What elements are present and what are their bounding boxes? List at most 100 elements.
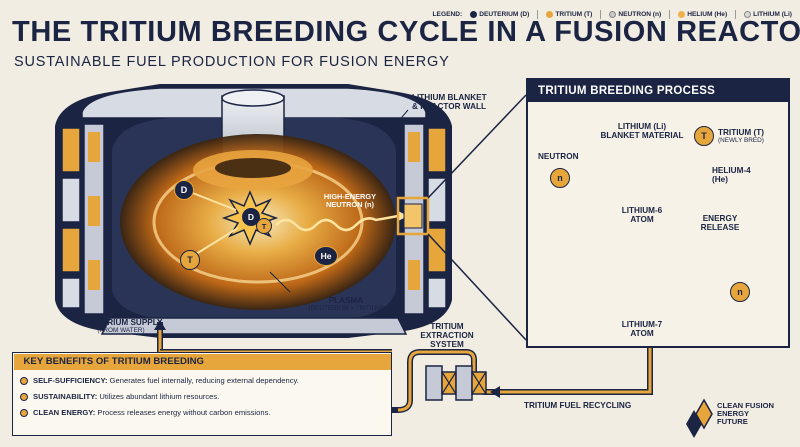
footer-line1: CLEAN FUSION <box>717 401 774 410</box>
tritium-particle: T <box>180 250 200 270</box>
blanket-leader <box>395 109 409 125</box>
li6-label-line1: LITHIUM-6 <box>621 206 663 215</box>
benefit-text: SUSTAINABILITY: Utilizes abundant lithiu… <box>33 392 219 401</box>
legend-item-label: DEUTERIUM (D) <box>479 11 530 18</box>
extraction-label-line1: TRITIUM <box>430 322 464 331</box>
deuterium-swatch <box>470 11 478 18</box>
fusion-tritium: T <box>256 218 272 234</box>
footer-line2: ENERGY <box>717 408 750 418</box>
neutron-input-particle: n <box>550 168 570 188</box>
tritium-path <box>195 227 239 255</box>
extraction-label-line3: SYSTEM <box>430 340 464 350</box>
benefit-heading: SELF-SUFFICIENCY: <box>33 376 108 385</box>
neutron-label-line1: HIGH-ENERGY <box>323 192 377 201</box>
neutron-label-line2: NEUTRON (n) <box>325 200 375 210</box>
tritium-swatch <box>546 11 554 18</box>
plasma-leader <box>269 271 291 293</box>
benefit-item: SELF-SUFFICIENCY: Generates fuel interna… <box>20 376 299 385</box>
legend-item-helium: HELIUM (He) <box>678 11 727 18</box>
legend-item-deuterium: DEUTERIUM (D) <box>470 11 529 18</box>
fuel-recycling-label: TRITIUM FUEL RECYCLING <box>524 401 632 410</box>
benefit-description: Generates fuel internally, reducing exte… <box>107 376 299 385</box>
legend-divider <box>735 10 737 19</box>
fusion-deuterium: D <box>242 208 260 226</box>
tritium-product-label: TRITIUM (T) (NEWLY BRED) <box>718 128 788 144</box>
fusion-tritium-symbol: T <box>261 221 267 231</box>
li7-neutron-particle: n <box>730 282 750 302</box>
helium-symbol: He <box>320 251 332 261</box>
legend-divider <box>600 10 602 19</box>
breeding-process-panel <box>526 78 790 348</box>
benefit-item: SUSTAINABILITY: Utilizes abundant lithiu… <box>20 392 219 401</box>
benefit-text: SELF-SUFFICIENCY: Generates fuel interna… <box>33 376 299 385</box>
tritium-label-line2: (NEWLY BRED) <box>718 137 764 145</box>
tritium-label-line1: TRITIUM (T) <box>718 128 764 137</box>
energy-label-line2: RELEASE <box>700 223 740 233</box>
extraction-unit <box>425 365 487 401</box>
li7-label-line1: LITHIUM-7 <box>621 320 663 329</box>
neutron-symbol: n <box>557 173 563 183</box>
benefit-heading: CLEAN ENERGY: <box>33 408 96 417</box>
legend-item-neutron: NEUTRON (n) <box>609 11 661 18</box>
extraction-system-label: TRITIUM EXTRACTION SYSTEM <box>410 322 484 350</box>
deuterium-supply-line2: (FROM WATER) <box>97 327 145 335</box>
legend-item-lithium: LITHIUM (Li) <box>744 11 792 18</box>
legend-item-label: NEUTRON (n) <box>618 11 662 18</box>
legend-item-tritium: TRITIUM (T) <box>546 11 592 18</box>
page-subtitle: SUSTAINABLE FUEL PRODUCTION FOR FUSION E… <box>14 54 450 70</box>
footer-line3: FUTURE <box>717 416 748 426</box>
neutron-swatch <box>609 11 617 18</box>
legend-label: LEGEND: <box>432 11 463 18</box>
li-label-line2: BLANKET MATERIAL <box>600 131 684 141</box>
plasma-label: PLASMA (DEUTERIUM + TRITIUM) <box>286 296 406 312</box>
benefit-description: Utilizes abundant lithium resources. <box>97 392 220 401</box>
fusion-deuterium-symbol: D <box>247 212 255 222</box>
breeding-process-title: TRITIUM BREEDING PROCESS <box>528 80 788 102</box>
benefit-bullet <box>20 376 28 385</box>
extraction-label-line2: EXTRACTION <box>420 331 474 341</box>
legend-item-label: TRITIUM (T) <box>555 11 593 18</box>
lithium-6-label: LITHIUM-6 ATOM <box>612 206 672 224</box>
li7-label-line2: ATOM <box>630 329 654 339</box>
benefit-bullet <box>20 392 28 401</box>
plasma-label-line1: PLASMA <box>328 296 364 305</box>
benefit-item: CLEAN ENERGY: Process releases energy wi… <box>20 408 270 417</box>
tritium-product-symbol: T <box>701 131 707 141</box>
clean-fusion-logo-icon <box>686 398 713 438</box>
neutron-label: HIGH-ENERGY NEUTRON (n) <box>310 192 390 210</box>
legend: LEGEND: DEUTERIUM (D) TRITIUM (T) NEUTRO… <box>433 10 792 19</box>
legend-item-label: LITHIUM (Li) <box>753 11 792 18</box>
legend-item-label: HELIUM (He) <box>687 11 728 18</box>
blanket-label-line2: & REACTOR WALL <box>412 102 486 112</box>
deuterium-symbol: D <box>180 185 188 195</box>
tritium-product-particle: T <box>694 126 714 146</box>
page-title: THE TRITIUM BREEDING CYCLE IN A FUSION R… <box>12 16 800 48</box>
helium-label-line2: (He) <box>712 175 728 185</box>
blanket-label-line1: LITHIUM BLANKET <box>412 93 487 102</box>
neutron-wave <box>275 214 399 232</box>
lithium-7-label: LITHIUM-7 ATOM <box>612 320 672 338</box>
benefit-text: CLEAN ENERGY: Process releases energy wi… <box>33 408 270 417</box>
legend-divider <box>537 10 539 19</box>
energy-release-label: ENERGY RELEASE <box>690 214 750 232</box>
helium-product-label: HELIUM-4 (He) <box>712 166 782 184</box>
plasma-label-line2: (DEUTERIUM + TRITIUM) <box>308 305 384 313</box>
neutron-input-label: NEUTRON <box>538 152 579 161</box>
footer-brand: CLEAN FUSION ENERGY FUTURE <box>717 402 774 426</box>
helium-swatch <box>678 11 686 18</box>
tritium-symbol: T <box>187 255 193 265</box>
energy-label-line1: ENERGY <box>702 214 738 223</box>
li7-neutron-symbol: n <box>737 287 743 297</box>
benefit-heading: SUSTAINABILITY: <box>33 392 98 401</box>
deuterium-particle: D <box>174 180 194 200</box>
lithium-blanket-material-label: LITHIUM (Li) BLANKET MATERIAL <box>582 122 702 140</box>
benefit-description: Process releases energy without carbon e… <box>95 408 271 417</box>
callout-line-top <box>427 94 527 199</box>
blanket-label: LITHIUM BLANKET & REACTOR WALL <box>412 93 512 111</box>
benefits-title: KEY BENEFITS OF TRITIUM BREEDING <box>13 353 391 370</box>
deuterium-supply-label: DEUTERIUM SUPPLY (FROM WATER) <box>66 318 176 334</box>
legend-divider <box>669 10 671 19</box>
li-label-line1: LITHIUM (Li) <box>617 122 667 131</box>
li6-label-line2: ATOM <box>630 215 654 225</box>
